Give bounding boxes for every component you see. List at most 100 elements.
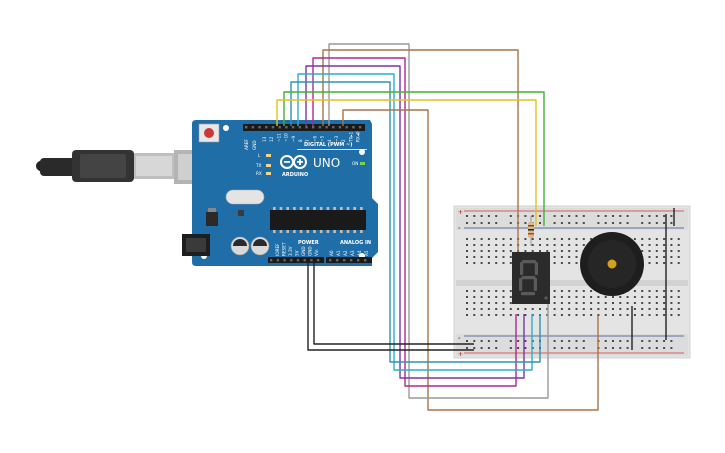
breadboard-hole xyxy=(633,314,636,316)
breadboard-hole xyxy=(568,302,571,304)
chip-pin xyxy=(313,207,316,210)
seven-segment-display[interactable]: 8 xyxy=(512,252,550,304)
breadboard-hole xyxy=(495,347,498,349)
breadboard-hole xyxy=(539,215,541,217)
breadboard-hole xyxy=(582,308,585,310)
breadboard-hole xyxy=(648,262,651,264)
breadboard-hole xyxy=(560,250,563,252)
breadboard-hole xyxy=(568,290,571,292)
breadboard-hole xyxy=(612,314,614,316)
breadboard-hole xyxy=(626,340,629,342)
header-pin xyxy=(332,126,335,129)
breadboard-hole xyxy=(553,222,556,224)
breadboard-hole xyxy=(495,222,498,224)
chip-pin xyxy=(340,230,343,233)
breadboard-hole xyxy=(502,302,505,304)
led-tx-label: TX xyxy=(255,163,262,168)
chip-pin xyxy=(286,230,289,233)
breadboard-hole xyxy=(560,256,563,258)
breadboard-hole xyxy=(509,302,512,304)
breadboard-hole xyxy=(612,222,614,224)
breadboard-hole xyxy=(619,302,622,304)
breadboard-hole xyxy=(473,215,476,217)
wire-gray-down[interactable] xyxy=(408,120,549,399)
wire-green-top[interactable] xyxy=(283,91,545,226)
breadboard-hole xyxy=(604,296,607,298)
breadboard-hole xyxy=(517,314,520,316)
wire-gray-top[interactable] xyxy=(328,43,410,126)
breadboard-hole xyxy=(502,244,505,246)
breadboard-hole xyxy=(466,222,468,224)
logo-minus xyxy=(284,161,290,163)
breadboard-hole xyxy=(677,308,680,310)
breadboard-hole xyxy=(568,215,571,217)
breadboard-hole xyxy=(531,215,534,217)
chip-pin xyxy=(313,230,316,233)
header-pin xyxy=(316,259,320,262)
breadboard-hole xyxy=(619,308,622,310)
chip-pin xyxy=(279,230,283,233)
wire-purple-top[interactable] xyxy=(305,65,401,126)
breadboard-hole xyxy=(560,290,563,292)
usb-cable[interactable] xyxy=(36,150,216,184)
wire-brown-top[interactable] xyxy=(322,49,519,252)
wire-cyan-down[interactable] xyxy=(393,120,533,371)
power-pin-label: 5V xyxy=(295,250,300,256)
on-led xyxy=(360,162,365,165)
chip-pin xyxy=(346,207,350,210)
chip-pin xyxy=(340,207,343,210)
wire-teal-down[interactable] xyxy=(389,120,541,363)
header-pin xyxy=(350,259,353,262)
resistor-band xyxy=(528,233,534,235)
resistor-band xyxy=(528,229,534,231)
breadboard-hole xyxy=(553,238,556,240)
chip-pin xyxy=(346,230,350,233)
top-power-rail xyxy=(456,208,688,230)
reset-button[interactable] xyxy=(204,128,214,138)
breadboard-hole xyxy=(553,314,556,316)
breadboard-hole xyxy=(641,347,644,349)
uno-label: UNO xyxy=(313,156,340,170)
header-pin xyxy=(285,126,288,129)
wire-magenta-down[interactable] xyxy=(404,120,517,387)
breadboard-hole xyxy=(575,302,578,304)
wire-brown2-top[interactable] xyxy=(342,109,599,411)
breadboard-hole xyxy=(487,244,490,246)
breadboard-hole xyxy=(560,215,563,217)
breadboard-hole xyxy=(480,250,483,252)
breadboard-hole xyxy=(502,262,505,264)
breadboard-hole xyxy=(655,244,658,246)
wire-yellow-top[interactable] xyxy=(276,99,537,226)
breadboard-hole xyxy=(648,256,651,258)
breadboard-hole xyxy=(466,308,468,310)
breadboard-hole xyxy=(539,308,541,310)
breadboard-hole xyxy=(509,347,512,349)
breadboard-hole xyxy=(495,256,498,258)
breadboard-hole xyxy=(663,256,666,258)
usb-plug-grip xyxy=(80,154,126,178)
wire-teal-top[interactable] xyxy=(290,81,391,126)
resistor[interactable] xyxy=(528,216,534,246)
arduino-logo-text: ARDUINO xyxy=(282,172,308,178)
chip-pin xyxy=(360,230,363,233)
breadboard-hole xyxy=(568,222,571,224)
breadboard[interactable]: + - - + xyxy=(453,205,691,359)
wire-black-gnd-2[interactable] xyxy=(313,262,474,345)
breadboard-hole xyxy=(553,296,556,298)
analog-pin-label: A1 xyxy=(336,250,341,256)
breadboard-hole xyxy=(597,215,600,217)
breadboard-hole xyxy=(670,262,673,264)
header-pin xyxy=(270,259,273,262)
chip-pin xyxy=(293,230,296,233)
chip-pin xyxy=(353,230,356,233)
piezo-buzzer[interactable] xyxy=(580,232,644,296)
breadboard-hole xyxy=(509,238,512,240)
wire-black-gnd-1[interactable] xyxy=(307,262,474,351)
breadboard-hole xyxy=(648,308,651,310)
breadboard-hole xyxy=(663,314,666,316)
chip-pin xyxy=(306,230,310,233)
breadboard-hole xyxy=(655,262,658,264)
wire-purple-down[interactable] xyxy=(399,120,525,379)
